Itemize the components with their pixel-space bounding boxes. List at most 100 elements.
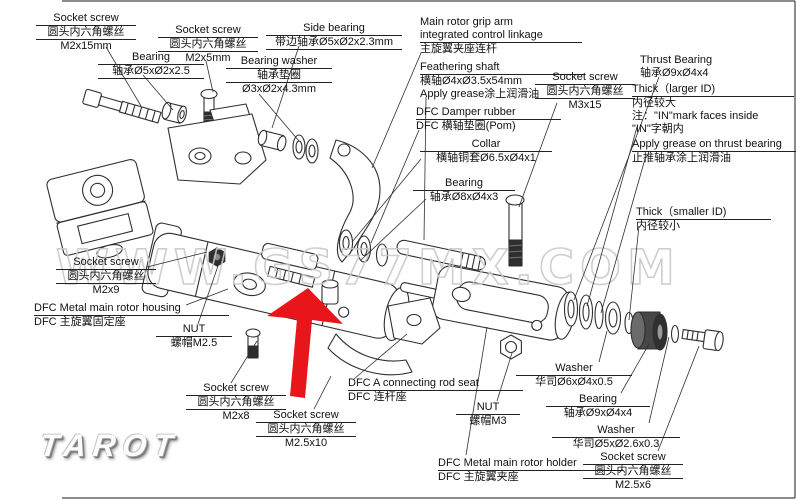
part-nut-m2-5 (208, 247, 226, 267)
label-line-en: Socket screw (158, 24, 258, 38)
label-line-en: NUT (156, 323, 232, 337)
part-side-bearing (257, 129, 287, 152)
label-line-en: Thick（larger ID) (632, 83, 794, 97)
part-screw-m2x8 (245, 328, 261, 359)
label-line-zh: 主旋翼夹座连杆 (420, 43, 497, 55)
label-line-en: DFC Damper rubber (416, 106, 561, 120)
label-line-zh: 圆头内六角螺丝 (158, 38, 258, 52)
label-bearing-washer: Bearing washer 轴承垫圈 Ø3xØ2x4.3mm (226, 55, 332, 96)
label-line-spec: M2x9 (92, 284, 120, 296)
watermark-text: WWW.GS77MX.COM (56, 240, 681, 296)
label-line-en: Bearing washer (226, 55, 332, 69)
label-line-en: Socket screw (535, 71, 635, 85)
label-line-en: Bearing (413, 177, 515, 191)
label-line-en: Socket screw (256, 409, 356, 423)
label-line-zh: 轴承Ø9xØ4x4 (640, 67, 709, 79)
label-line-en: integrated control linkage (420, 29, 582, 43)
label-line-zh: 内径较大 (632, 97, 676, 109)
label-apply-grease-thrust-bearing: Apply grease on thrust bearing 止推轴承涂上润滑油 (632, 138, 796, 165)
label-line-zh: DFC 连杆座 (348, 391, 407, 403)
label-line-spec: M2.5x10 (284, 437, 328, 449)
label-line-en: Socket screw (56, 256, 156, 270)
part-screw-m2-5x10 (267, 265, 316, 288)
label-line-en: DFC A connecting rod seat (348, 377, 523, 391)
label-line-zh: 华司Ø5xØ2.6x0.3 (572, 438, 660, 450)
part-nut-m3 (500, 334, 522, 360)
label-line-en: Side bearing (266, 22, 402, 36)
label-socket-screw-m2x15mm: Socket screw 圆头内六角螺丝 M2x15mm (36, 12, 136, 53)
part-bearing-washer (292, 134, 319, 164)
part-screw-m2x15 (82, 88, 162, 124)
label-line-zh: DFC 主旋翼夹座 (438, 471, 519, 483)
part-collars (338, 229, 389, 267)
label-line-spec: M2.5x6 (614, 479, 652, 491)
leader-lines (105, 45, 700, 456)
label-line-zh: DFC 主旋翼固定座 (34, 316, 126, 328)
label-line-en: Thrust Bearing (640, 54, 713, 66)
label-socket-screw-m2x8: Socket screw 圆头内六角螺丝 M2x8 (186, 382, 286, 423)
label-line-en: Socket screw (36, 12, 136, 26)
label-line-note: 注："IN"mark faces inside (632, 110, 759, 122)
label-line-en: Feathering shaft (420, 61, 585, 75)
label-line-zh: 内径较小 (636, 220, 680, 232)
label-line-zh: 圆头内六角螺丝 (583, 465, 683, 479)
label-washer-5x2-6x0-3: Washer 华司Ø5xØ2.6x0.3 (552, 424, 680, 451)
part-feathering-shaft (396, 239, 486, 271)
label-line-zh: 带边轴承Ø5xØ2x2.3mm (266, 36, 402, 50)
label-thick-larger-id: Thick（larger ID) 内径较大 注："IN"mark faces i… (632, 83, 794, 136)
label-bearing-5x2x2-5: Bearing 轴承Ø5xØ2x2.5 (98, 51, 204, 79)
label-line-zh: 轴承Ø5xØ2x2.5 (98, 65, 204, 79)
label-line-spec: M2x8 (222, 410, 250, 422)
part-rotor-grip-fork (46, 159, 154, 259)
label-socket-screw-m2-5x6: Socket screw 圆头内六角螺丝 M2.5x6 (583, 451, 683, 492)
label-line-en: Washer (552, 424, 680, 438)
label-line-note: Apply grease涂上润滑油 (420, 88, 540, 100)
label-line-en: Socket screw (186, 382, 286, 396)
label-line-zh: 止推轴承涂上润滑油 (632, 152, 731, 164)
label-dfc-a-connecting-rod-seat: DFC A connecting rod seat DFC 连杆座 (348, 377, 523, 404)
label-dfc-metal-main-rotor-holder: DFC Metal main rotor holder DFC 主旋翼夹座 (438, 457, 623, 484)
label-dfc-damper-rubber: DFC Damper rubber DFC 横轴垫圈(Pom) (416, 106, 561, 133)
label-side-bearing: Side bearing 带边轴承Ø5xØ2x2.3mm (266, 22, 402, 50)
label-bearing-8x4x3: Bearing 轴承Ø8xØ4x3 (413, 177, 515, 204)
label-line-zh: 轴承垫圈 (226, 69, 332, 83)
label-socket-screw-m2x9: Socket screw 圆头内六角螺丝 M2x9 (56, 256, 156, 297)
label-line-zh: 横轴Ø4xØ3.5x54mm (420, 75, 523, 87)
label-line-en: DFC Metal main rotor holder (438, 457, 623, 471)
label-socket-screw-m2x5mm: Socket screw 圆头内六角螺丝 M2x5mm (158, 24, 258, 65)
label-nut-m2-5: NUT 螺帽M2.5 (156, 323, 232, 350)
label-socket-screw-m2-5x10: Socket screw 圆头内六角螺丝 M2.5x10 (256, 409, 356, 450)
part-bearing-small (161, 101, 188, 124)
label-line-en: Main rotor grip arm (420, 16, 513, 28)
label-line-zh: 轴承Ø9xØ4x4 (563, 407, 633, 419)
tarot-logo: TAROT (38, 428, 182, 463)
label-line-en: DFC Metal main rotor housing (34, 302, 229, 316)
label-line-spec: M3x15 (568, 99, 602, 111)
label-line-zh: 圆头内六角螺丝 (36, 26, 136, 40)
label-line-en: Bearing (98, 51, 204, 65)
label-line-zh: 横轴铜套Ø6.5xØ4x1 (436, 152, 536, 164)
label-line-en: Thick（smaller ID) (636, 206, 771, 220)
label-line-zh: 圆头内六角螺丝 (535, 85, 635, 99)
label-line-zh: 圆头内六角螺丝 (56, 270, 156, 284)
label-line-en: Socket screw (583, 451, 683, 465)
label-line-zh: 螺帽M3 (469, 415, 507, 427)
label-line-zh: DFC 横轴垫圈(Pom) (416, 120, 516, 132)
label-line-en: Apply grease on thrust bearing (632, 138, 796, 152)
scan-border (62, 0, 796, 499)
label-line-spec: Ø3xØ2x4.3mm (242, 83, 316, 95)
label-main-rotor-grip-arm: Main rotor grip arm integrated control l… (420, 16, 582, 56)
label-collar: Collar 横轴铜套Ø6.5xØ4x1 (420, 138, 552, 165)
label-thrust-bearing: Thrust Bearing 轴承Ø9xØ4x4 (640, 54, 760, 80)
label-line-zh: 螺帽M2.5 (170, 337, 218, 349)
label-line-zh: 轴承Ø8xØ4x3 (429, 191, 499, 203)
label-line-en: Collar (420, 138, 552, 152)
label-bearing-9x4x4: Bearing 轴承Ø9xØ4x4 (546, 393, 650, 420)
label-line-en: Washer (516, 362, 632, 376)
label-socket-screw-m3x15: Socket screw 圆头内六角螺丝 M3x15 (535, 71, 635, 112)
label-line-spec: M2x15mm (60, 40, 112, 52)
part-washer-bearing-chain (563, 291, 724, 352)
label-line-note: "IN"字朝内 (632, 123, 684, 135)
